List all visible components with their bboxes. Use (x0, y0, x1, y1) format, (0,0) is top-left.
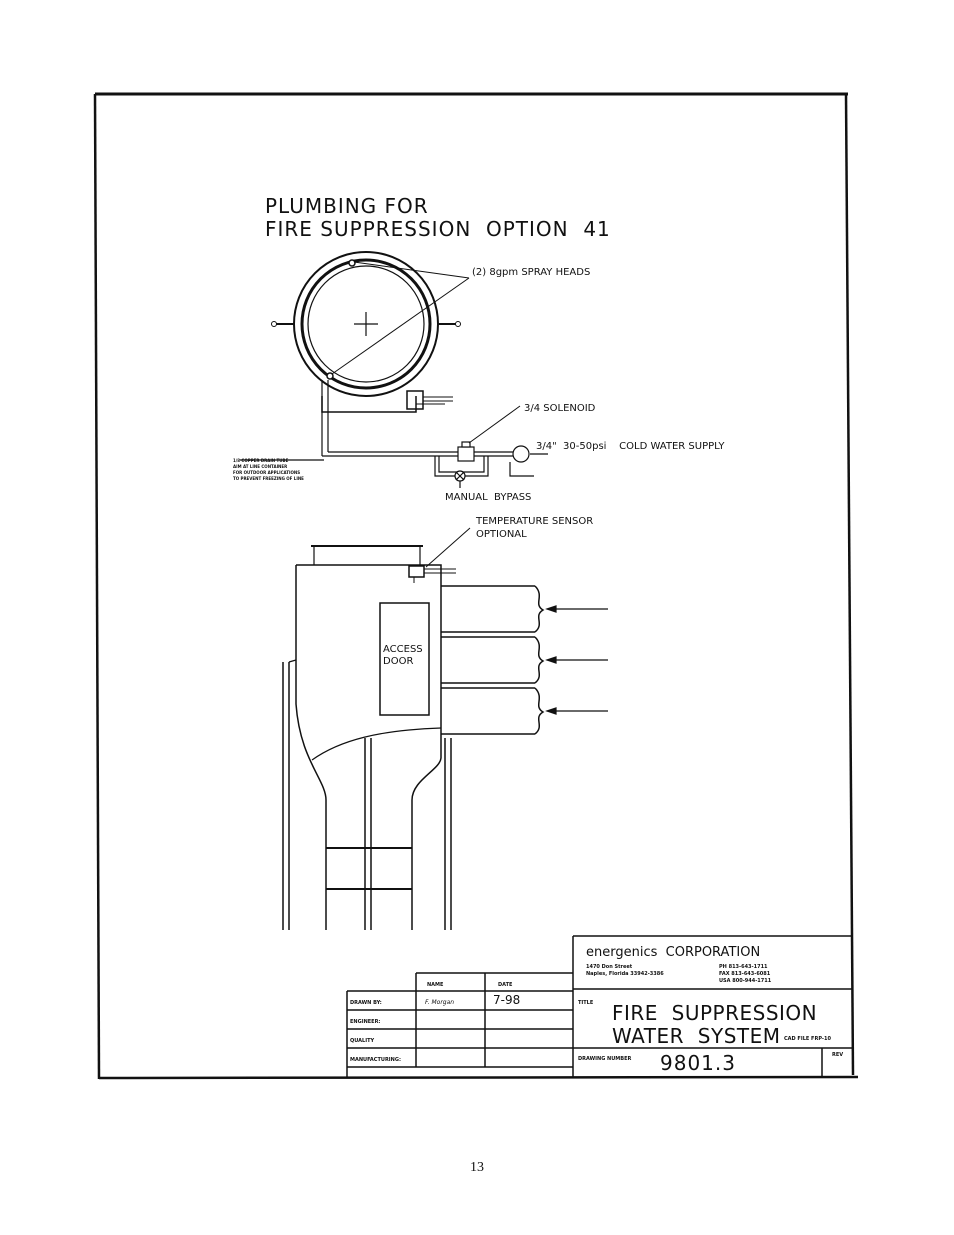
drawing-border (93, 92, 859, 1080)
title-block (346, 935, 853, 1077)
title-label: TITLE (578, 1000, 594, 1006)
svg-text:FOR OUTDOOR APPLICATIONS: FOR OUTDOOR APPLICATIONS (233, 470, 300, 475)
svg-text:AIM AT LINE CONTAINER: AIM AT LINE CONTAINER (233, 464, 287, 469)
water-supply-label: 3/4" 30-50psi COLD WATER SUPPLY (536, 441, 725, 452)
company-name: energenics CORPORATION (586, 945, 760, 960)
cad-file: CAD FILE FRP-10 (784, 1036, 831, 1042)
temp-sensor-label-line1: TEMPERATURE SENSOR (475, 516, 593, 527)
row-label-drawn-by: DRAWN BY: (350, 1000, 382, 1006)
drawing-title-line2: WATER SYSTEM (612, 1024, 781, 1048)
spray-heads-label: (2) 8gpm SPRAY HEADS (472, 267, 590, 278)
drain-note: 1/8 COPPER DRAIN TUBE AIM AT LINE CONTAI… (233, 458, 304, 481)
temp-sensor-leader (425, 527, 471, 568)
row-label-quality: QUALITY (350, 1038, 374, 1044)
diagram-title-line1: PLUMBING FOR (265, 194, 429, 218)
diagram-title-line2: FIRE SUPPRESSION OPTION 41 (265, 217, 611, 241)
supply-gauge (512, 445, 530, 463)
rev-label: REV (832, 1052, 843, 1058)
company-fax: FAX 813-643-6081 (719, 971, 771, 977)
inlet-pipes (441, 585, 545, 735)
row-name-drawn-by: F. Morgan (425, 999, 454, 1006)
row-date-drawn-by: 7-98 (493, 993, 520, 1007)
row-label-engineer: ENGINEER: (350, 1019, 380, 1025)
row-label-manufacturing: MANUFACTURING: (350, 1057, 401, 1063)
access-door-label-line1: ACCESS (383, 644, 423, 655)
temp-sensor-label-line2: OPTIONAL (476, 529, 527, 540)
col-date-header: DATE (498, 982, 513, 988)
access-door-label-line2: DOOR (383, 656, 413, 667)
drawing-title-line1: FIRE SUPPRESSION (612, 1001, 817, 1025)
spray-heads-leader (331, 261, 470, 375)
manual-bypass-valve (454, 470, 466, 488)
company-address-line2: Naples, Florida 33942-3386 (586, 971, 664, 977)
company-address-line1: 1470 Don Street (586, 964, 633, 970)
collector-side-view (282, 545, 456, 930)
col-name-header: NAME (427, 982, 444, 988)
solenoid-valve (457, 441, 475, 462)
water-piping (240, 380, 548, 477)
company-phone: PH 813-643-1711 (719, 964, 768, 970)
svg-text:1/8 COPPER DRAIN TUBE: 1/8 COPPER DRAIN TUBE (233, 458, 289, 463)
airflow-arrows (545, 605, 608, 715)
page-number: 13 (470, 1160, 484, 1175)
drawing-number-label: DRAWING NUMBER (578, 1056, 631, 1062)
drawing-number: 9801.3 (660, 1051, 736, 1075)
manual-bypass-label: MANUAL BYPASS (445, 492, 531, 503)
svg-text:TO PREVENT FREEZING OF LINE: TO PREVENT FREEZING OF LINE (233, 476, 304, 481)
spray-ring-top-view (271, 251, 461, 413)
solenoid-leader (468, 405, 521, 444)
company-usa: USA 800-944-1711 (719, 978, 772, 984)
solenoid-label: 3/4 SOLENOID (524, 403, 596, 414)
